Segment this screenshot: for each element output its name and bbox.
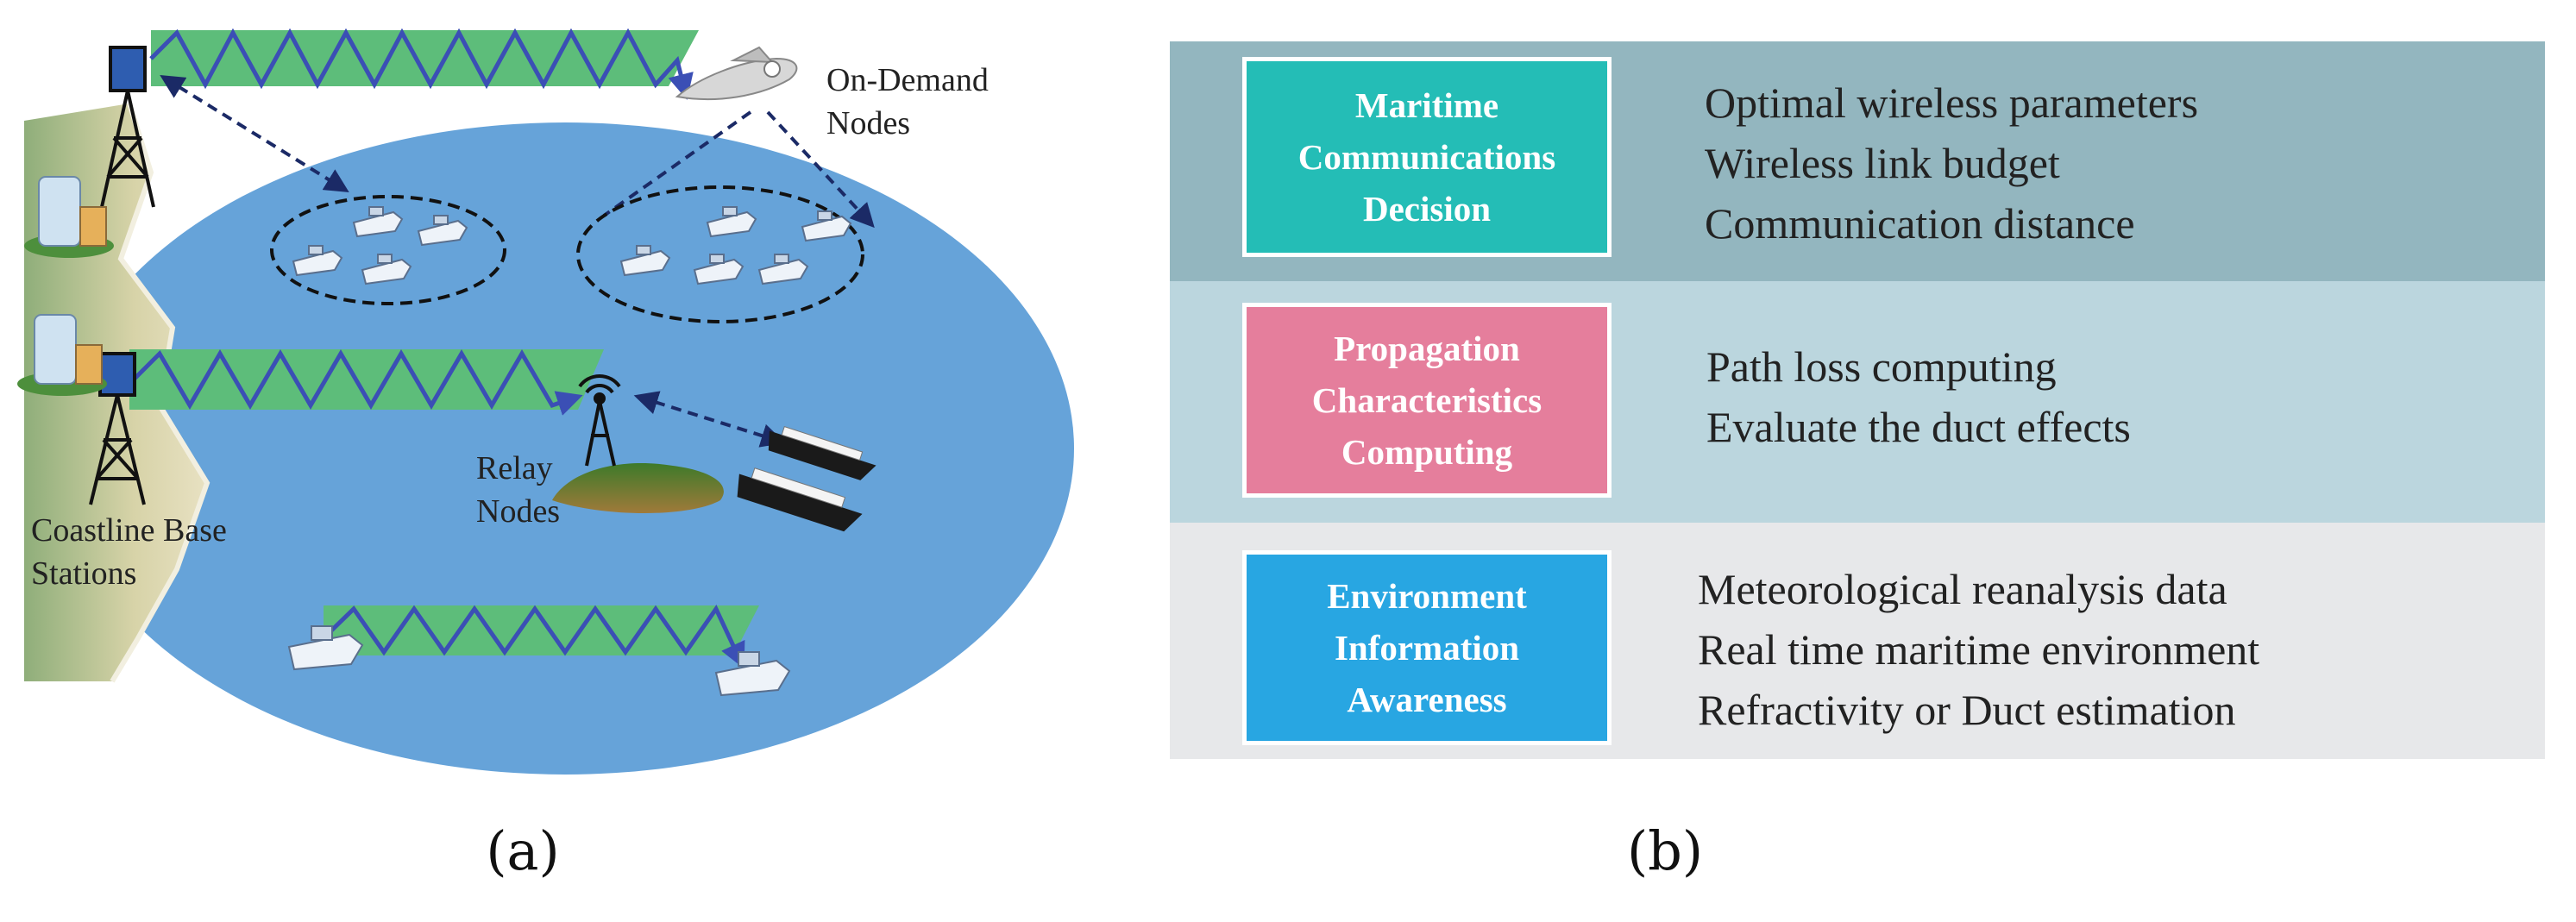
building-icon	[24, 176, 114, 258]
coastline-label-line2: Stations	[31, 555, 136, 592]
layer-item: Evaluate the duct effects	[1706, 403, 2131, 451]
layer-item: Real time maritime environment	[1698, 625, 2260, 674]
cargo-ship-icon	[737, 426, 876, 532]
layer-title-environment: Environment Information Awareness	[1327, 576, 1527, 719]
panel-a-label: (a)	[486, 819, 560, 882]
sea-area	[56, 122, 1074, 775]
on-demand-label-line2: Nodes	[826, 105, 910, 141]
layer-box-decision: Maritime Communications Decision	[1242, 57, 1612, 257]
beam-top	[149, 28, 699, 100]
antenna-icon	[578, 374, 621, 467]
layer-box-environment: Environment Information Awareness	[1242, 550, 1612, 745]
relay-label-line2: Nodes	[476, 493, 560, 530]
panel-b-label: (b)	[1626, 819, 1704, 882]
island-icon	[552, 462, 724, 513]
layer-item: Refractivity or Duct estimation	[1698, 686, 2236, 734]
layer-item: Wireless link budget	[1705, 139, 2060, 187]
tower-icon	[100, 46, 155, 208]
panel-b-layers: Maritime Communications Decision Optimal…	[1170, 41, 2545, 759]
ship-icon	[292, 206, 852, 285]
aircraft-icon	[675, 46, 798, 101]
building-icon	[17, 314, 107, 396]
ship-icon	[287, 625, 791, 697]
beam-bottom	[322, 605, 759, 669]
dashed-links	[160, 75, 875, 448]
layer-items-propagation: Path loss computing Evaluate the duct ef…	[1706, 336, 2131, 457]
panel-a-diagram: On-Demand Nodes Relay Nodes Coastline Ba…	[17, 28, 1074, 775]
relay-label-line1: Relay	[476, 450, 553, 486]
ship-group-left	[270, 195, 506, 305]
layer-item: Path loss computing	[1706, 342, 2057, 391]
layer-title-decision: Maritime Communications Decision	[1297, 85, 1556, 229]
layer-item: Optimal wireless parameters	[1705, 78, 2199, 127]
layer-item: Communication distance	[1705, 199, 2135, 248]
layer-title-propagation: Propagation Characteristics Computing	[1311, 329, 1542, 472]
layer-item: Meteorological reanalysis data	[1698, 565, 2227, 613]
ship-group-right	[576, 185, 864, 323]
layer-items-environment: Meteorological reanalysis data Real time…	[1698, 559, 2259, 740]
layer-box-propagation: Propagation Characteristics Computing	[1242, 303, 1612, 498]
layer-items-decision: Optimal wireless parameters Wireless lin…	[1705, 72, 2198, 254]
coastline-label-line1: Coastline Base	[31, 512, 227, 549]
beam-middle	[128, 349, 604, 416]
tower-icon	[89, 352, 146, 505]
on-demand-label-line1: On-Demand	[826, 62, 989, 98]
